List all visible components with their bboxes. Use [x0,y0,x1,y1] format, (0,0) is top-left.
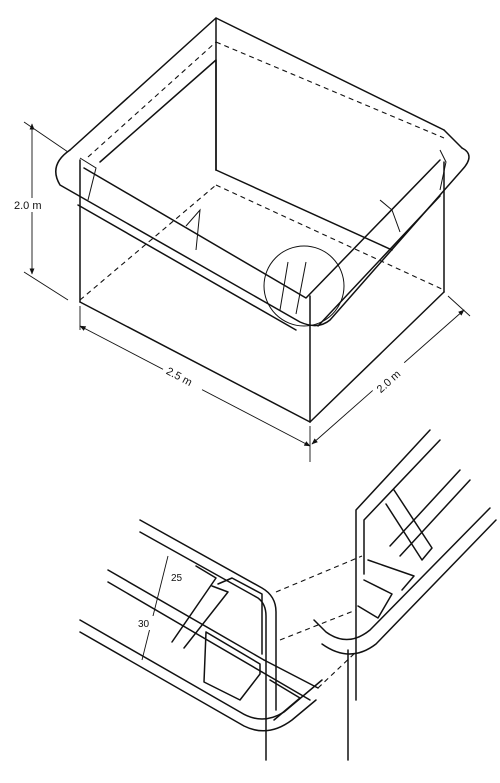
left-rail-end [263,659,319,689]
spacing-1-bg [170,570,190,584]
left-lower-box-2 [269,679,301,721]
spacing-dim-line [141,555,169,661]
height-ext-top [23,121,69,153]
rung-spacing-2-label: 30 [138,619,150,630]
right-rail-lower-line [317,195,441,327]
inner-rim-left [99,59,217,171]
isometric-box [55,17,470,423]
height-label-bg [10,198,54,212]
left-rail-bottom-inner [79,631,317,732]
right-rung-box [357,579,393,619]
hidden-back-bottom-edge-right [215,184,445,291]
left-rail-outer-top [139,519,277,711]
gusset-left [79,157,97,201]
align-dash-2 [279,609,357,641]
right-rail-bottom-inner [321,519,497,655]
corner-detail: 25 30 [79,429,497,761]
right-rung-diag [385,489,433,561]
right-rail-mid-2 [399,479,471,557]
rung-spacing-1-label: 25 [171,573,183,584]
bottom-right-edge [309,291,445,423]
corner-rung-1 [279,261,289,311]
top-rim-back-right [443,129,463,149]
left-rail-bottom-outer [79,619,323,720]
align-dash-3 [317,651,357,689]
left-rail-end-2 [261,671,311,701]
hidden-inner-top-edge [215,41,445,139]
left-rung-vert [217,577,263,655]
right-rail-bottom-outer [313,507,491,641]
bottom-front-edge [79,301,311,423]
height-label: 2.0 m [14,200,42,212]
left-rung-diag-1 [171,565,217,643]
front-rail-inner [83,159,441,299]
gusset-corner-right [439,149,447,191]
dimensions: 2.0 m 2.5 m 2.0 m [10,121,471,462]
width-ext-right [447,295,471,317]
inner-rim-back [215,169,393,251]
detail-callout-circle [263,245,345,327]
hidden-back-bottom-edge-left [79,184,217,301]
right-rung-lower [367,559,415,591]
hidden-back-top-edge [87,41,217,158]
front-rail-lower-line [77,204,297,331]
corner-rung-2 [295,261,307,315]
left-rail-mid-1 [107,569,265,661]
left-rung-diag-2 [183,585,229,649]
right-rail-outer [355,429,431,701]
width-label-bg [370,359,412,399]
left-rail-outer-top-inner [139,531,267,761]
top-rim-back-left [69,17,445,151]
height-ext-bottom [23,271,69,301]
gusset-right [379,199,401,233]
gusset-middle [185,208,201,251]
right-rail-inner [363,439,441,575]
right-rail-mid-1 [389,469,461,547]
left-lower-box [203,631,261,701]
align-dash-1 [275,555,363,593]
left-rail-mid-2 [107,581,263,673]
spacing-2-bg [136,616,156,630]
front-rail-outer [55,147,470,327]
length-label-bg [160,361,206,395]
